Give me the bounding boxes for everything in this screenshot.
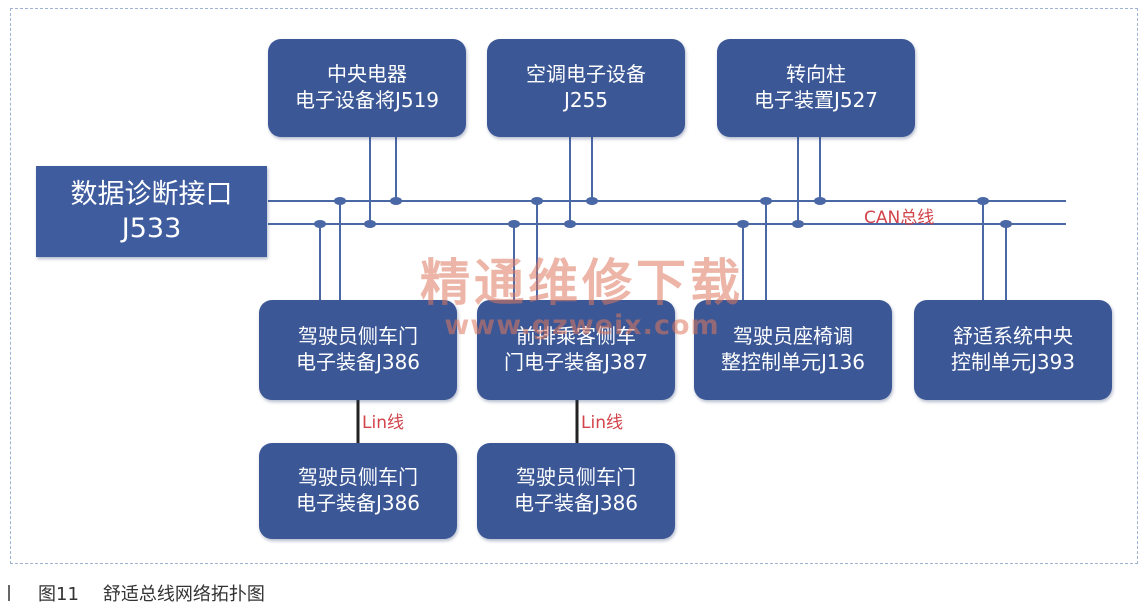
- node-line: 驾驶员侧车门: [298, 324, 418, 349]
- node-diagnostic-interface-j533: 数据诊断接口 J533: [36, 166, 267, 257]
- junction-dot: [531, 197, 543, 205]
- node-line: J255: [563, 88, 609, 112]
- caption-title: 舒适总线网络拓扑图: [102, 584, 265, 605]
- junction-dot: [760, 197, 772, 205]
- node-line: 电子装备J386: [295, 350, 421, 374]
- node-line: 前排乘客侧车: [516, 324, 636, 349]
- node-line: 驾驶员座椅调: [733, 324, 853, 349]
- node-line: 整控制单元J136: [720, 350, 866, 374]
- node-line: 控制单元J393: [950, 350, 1076, 374]
- node-steering-column-j527: 转向柱 电子装置J527: [717, 39, 915, 137]
- junction-dot: [508, 220, 520, 228]
- node-line: 门电子装备J387: [503, 350, 649, 374]
- node-line: 电子设备将J519: [294, 88, 440, 112]
- node-line: 中央电器: [327, 62, 407, 87]
- node-line: 转向柱: [786, 62, 846, 87]
- node-central-electrics-j519: 中央电器 电子设备将J519: [268, 39, 466, 137]
- junction-dot: [586, 197, 598, 205]
- node-line: J533: [121, 212, 182, 244]
- figure-caption: 图11 舒适总线网络拓扑图: [8, 580, 265, 606]
- junction-dot: [390, 197, 402, 205]
- node-driver-door-lin-2: 驾驶员侧车门 电子装备J386: [477, 443, 675, 539]
- junction-dot: [792, 220, 804, 228]
- junction-dot: [364, 220, 376, 228]
- lin-label-2: Lin线: [581, 413, 623, 433]
- node-driver-door-j386: 驾驶员侧车门 电子装备J386: [259, 300, 457, 400]
- junction-dot: [814, 197, 826, 205]
- node-line: 舒适系统中央: [953, 324, 1073, 349]
- junction-dot: [1000, 220, 1012, 228]
- junction-dot: [977, 197, 989, 205]
- node-comfort-central-j393: 舒适系统中央 控制单元J393: [914, 300, 1112, 400]
- node-driver-seat-j136: 驾驶员座椅调 整控制单元J136: [694, 300, 892, 400]
- can-bus-label: CAN总线: [864, 208, 935, 228]
- node-air-conditioning-j255: 空调电子设备 J255: [487, 39, 685, 137]
- node-line: 电子装备J386: [513, 491, 639, 515]
- junction-dot: [334, 197, 346, 205]
- lin-label-1: Lin线: [362, 413, 404, 433]
- junction-dot: [564, 220, 576, 228]
- caption-bar: [8, 585, 10, 601]
- junction-dot: [314, 220, 326, 228]
- caption-number: 图11: [38, 584, 79, 605]
- node-line: 电子装备J386: [295, 491, 421, 515]
- diagram-frame: [10, 8, 1138, 564]
- node-line: 驾驶员侧车门: [516, 465, 636, 490]
- junction-dot: [737, 220, 749, 228]
- node-line: 电子装置J527: [753, 88, 879, 112]
- node-line: 驾驶员侧车门: [298, 465, 418, 490]
- node-passenger-door-j387: 前排乘客侧车 门电子装备J387: [477, 300, 675, 400]
- node-driver-door-lin-1: 驾驶员侧车门 电子装备J386: [259, 443, 457, 539]
- node-line: 数据诊断接口: [70, 178, 233, 210]
- node-line: 空调电子设备: [526, 62, 646, 87]
